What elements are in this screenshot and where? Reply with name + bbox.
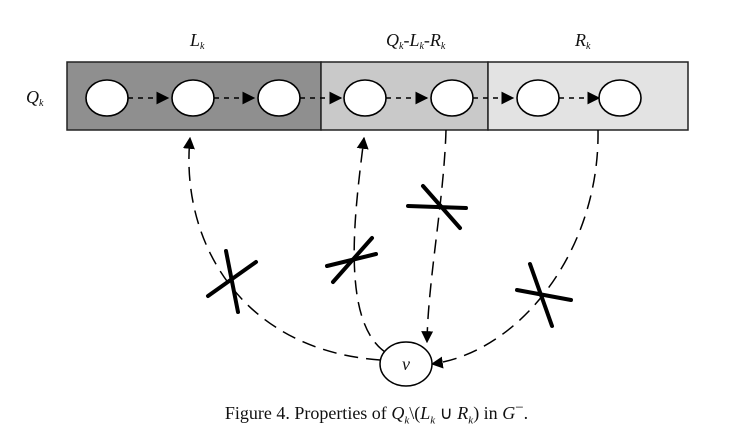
node-2 xyxy=(171,79,215,117)
cross-left xyxy=(206,249,258,314)
figure-caption: Figure 4. Properties of Qk\(Lk ∪ Rk) in … xyxy=(224,400,529,427)
arc-middle-to-v xyxy=(421,129,447,344)
arc-right-to-v xyxy=(430,129,599,369)
path-nodes xyxy=(85,79,642,117)
node-5 xyxy=(430,79,474,117)
vertex-v-label: v xyxy=(402,354,410,374)
node-4 xyxy=(343,79,387,117)
cross-middle-left xyxy=(325,236,378,284)
node-6 xyxy=(516,79,560,117)
node-3 xyxy=(257,79,301,117)
node-7 xyxy=(598,79,642,117)
cross-marks xyxy=(206,184,573,328)
label-right: Rk xyxy=(574,30,591,52)
arcs xyxy=(182,129,599,369)
label-left: Lk xyxy=(189,30,205,52)
label-row: Qk xyxy=(26,87,44,109)
cross-middle-right xyxy=(406,184,468,230)
vertex-v xyxy=(379,341,433,387)
arc-v-to-middle xyxy=(353,136,386,353)
label-middle: Qk-Lk-Rk xyxy=(386,30,446,52)
node-1 xyxy=(85,79,129,117)
cross-right xyxy=(515,262,573,328)
arc-v-to-left xyxy=(182,136,381,361)
